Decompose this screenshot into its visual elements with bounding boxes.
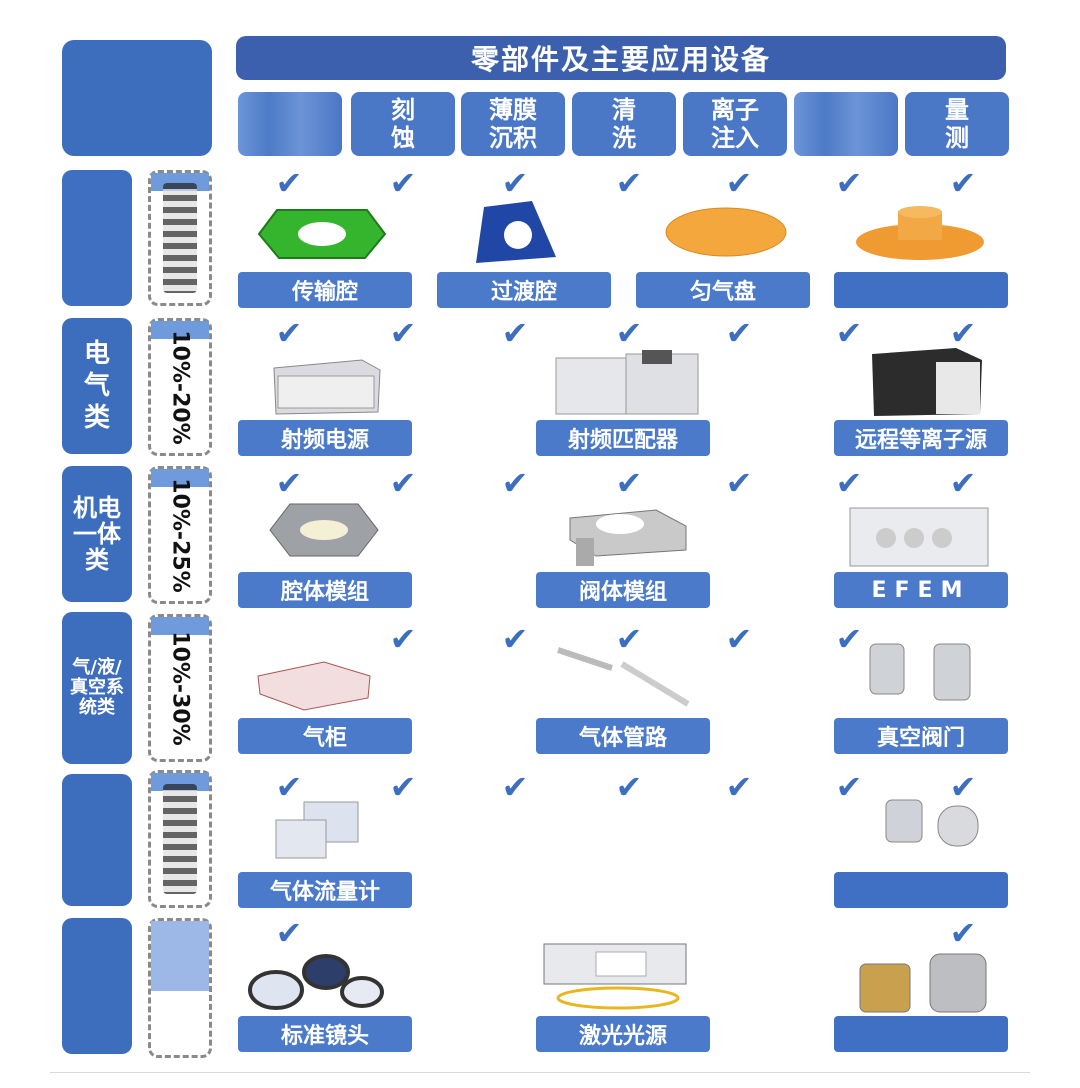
product-transition-chamber-image <box>470 196 560 268</box>
label-standard-lens: 标准镜头 <box>238 1016 412 1052</box>
label-rf-matcher: 射频匹配器 <box>536 420 710 456</box>
label-gas-cabinet: 气柜 <box>238 718 412 754</box>
check-mark-icon: ✔ <box>275 164 303 202</box>
check-mark-icon: ✔ <box>389 464 417 502</box>
check-mark-icon: ✔ <box>835 164 863 202</box>
label-row1-blurred <box>834 272 1008 308</box>
product-remote-plasma-image <box>866 344 986 420</box>
percent-electrical: 10%-20% <box>167 329 193 445</box>
product-vacuum-valve-image <box>860 638 990 712</box>
check-mark-icon: ✔ <box>501 314 529 352</box>
check-mark-icon: ✔ <box>725 164 753 202</box>
percent-cell-mechatronic: 10%-25% <box>148 466 212 604</box>
process-header-deposition: 薄膜 沉积 <box>461 92 565 156</box>
label-laser-source: 激光光源 <box>536 1016 710 1052</box>
product-valve-module-image <box>566 500 690 568</box>
process-header-etch: 刻 蚀 <box>351 92 455 156</box>
check-mark-icon: ✔ <box>835 620 863 658</box>
check-mark-icon: ✔ <box>615 464 643 502</box>
category-gas-vacuum: 气/液/真空系统类 <box>62 612 132 764</box>
product-gas-pipeline-image <box>552 640 696 710</box>
check-mark-icon: ✔ <box>275 914 303 952</box>
percent-gas-vacuum: 10%-30% <box>167 630 193 746</box>
process-header-clean: 清 洗 <box>572 92 676 156</box>
product-gas-cabinet-image <box>254 656 374 712</box>
check-mark-icon: ✔ <box>275 768 303 806</box>
check-mark-icon: ✔ <box>501 164 529 202</box>
check-mark-icon: ✔ <box>949 768 977 806</box>
check-mark-icon: ✔ <box>725 464 753 502</box>
product-rf-matcher-image <box>552 348 702 418</box>
label-transfer-chamber: 传输腔 <box>238 272 412 308</box>
product-transfer-chamber-image <box>252 196 392 266</box>
table-title: 零部件及主要应用设备 <box>236 36 1006 80</box>
label-gas-pipeline: 气体管路 <box>536 718 710 754</box>
process-header-metrology: 量 测 <box>905 92 1009 156</box>
check-mark-icon: ✔ <box>835 768 863 806</box>
label-gas-plate: 匀气盘 <box>636 272 810 308</box>
check-mark-icon: ✔ <box>949 464 977 502</box>
category-mechatronic: 机电一体类 <box>62 466 132 602</box>
product-standard-lens-image <box>246 948 386 1014</box>
check-mark-icon: ✔ <box>389 620 417 658</box>
check-mark-icon: ✔ <box>389 314 417 352</box>
check-mark-icon: ✔ <box>615 768 643 806</box>
label-rf-power: 射频电源 <box>238 420 412 456</box>
check-mark-icon: ✔ <box>501 768 529 806</box>
percent-mechatronic: 10%-25% <box>167 477 193 593</box>
category-electrical: 电 气 类 <box>62 318 132 454</box>
bottom-divider <box>50 1072 1030 1073</box>
label-efem: EFEM <box>834 572 1008 608</box>
label-chamber-module: 腔体模组 <box>238 572 412 608</box>
percent-cell-gas-vacuum: 10%-30% <box>148 614 212 762</box>
product-vacuum-gauge-image <box>856 796 990 866</box>
label-vacuum-valve: 真空阀门 <box>834 718 1008 754</box>
check-mark-icon: ✔ <box>949 164 977 202</box>
process-header-6 <box>794 92 898 156</box>
check-mark-icon: ✔ <box>389 164 417 202</box>
percent-cell-electrical: 10%-20% <box>148 318 212 456</box>
label-remote-plasma: 远程等离子源 <box>834 420 1008 456</box>
product-mass-flow-meter-image <box>270 798 362 864</box>
label-mass-flow-meter: 气体流量计 <box>238 872 412 908</box>
check-mark-icon: ✔ <box>275 314 303 352</box>
label-row6-blurred <box>834 1016 1008 1052</box>
product-laser-source-image <box>540 940 690 1014</box>
category-row-5 <box>62 774 132 906</box>
label-valve-module: 阀体模组 <box>536 572 710 608</box>
product-heater-disk-image <box>852 204 988 264</box>
process-header-1 <box>238 92 342 156</box>
label-row5-blurred <box>834 872 1008 908</box>
check-mark-icon: ✔ <box>725 620 753 658</box>
check-mark-icon: ✔ <box>949 914 977 952</box>
check-mark-icon: ✔ <box>389 768 417 806</box>
corner-block <box>62 40 212 156</box>
percent-cell-6 <box>148 918 212 1058</box>
product-gas-shower-plate-image <box>662 204 790 260</box>
check-mark-icon: ✔ <box>615 164 643 202</box>
product-chamber-module-image <box>268 500 380 560</box>
process-header-implant: 离子 注入 <box>683 92 787 156</box>
check-mark-icon: ✔ <box>835 464 863 502</box>
percent-cell-1 <box>148 170 212 306</box>
product-rf-power-image <box>270 356 382 416</box>
check-mark-icon: ✔ <box>501 620 529 658</box>
check-mark-icon: ✔ <box>615 314 643 352</box>
check-mark-icon: ✔ <box>725 768 753 806</box>
check-mark-icon: ✔ <box>615 620 643 658</box>
product-efem-image <box>846 498 992 570</box>
check-mark-icon: ✔ <box>835 314 863 352</box>
product-objective-lens-image <box>854 950 994 1016</box>
category-row-6 <box>62 918 132 1054</box>
category-row-1 <box>62 170 132 306</box>
label-transition-chamber: 过渡腔 <box>437 272 611 308</box>
percent-cell-5 <box>148 770 212 908</box>
check-mark-icon: ✔ <box>275 464 303 502</box>
check-mark-icon: ✔ <box>725 314 753 352</box>
check-mark-icon: ✔ <box>949 314 977 352</box>
check-mark-icon: ✔ <box>501 464 529 502</box>
